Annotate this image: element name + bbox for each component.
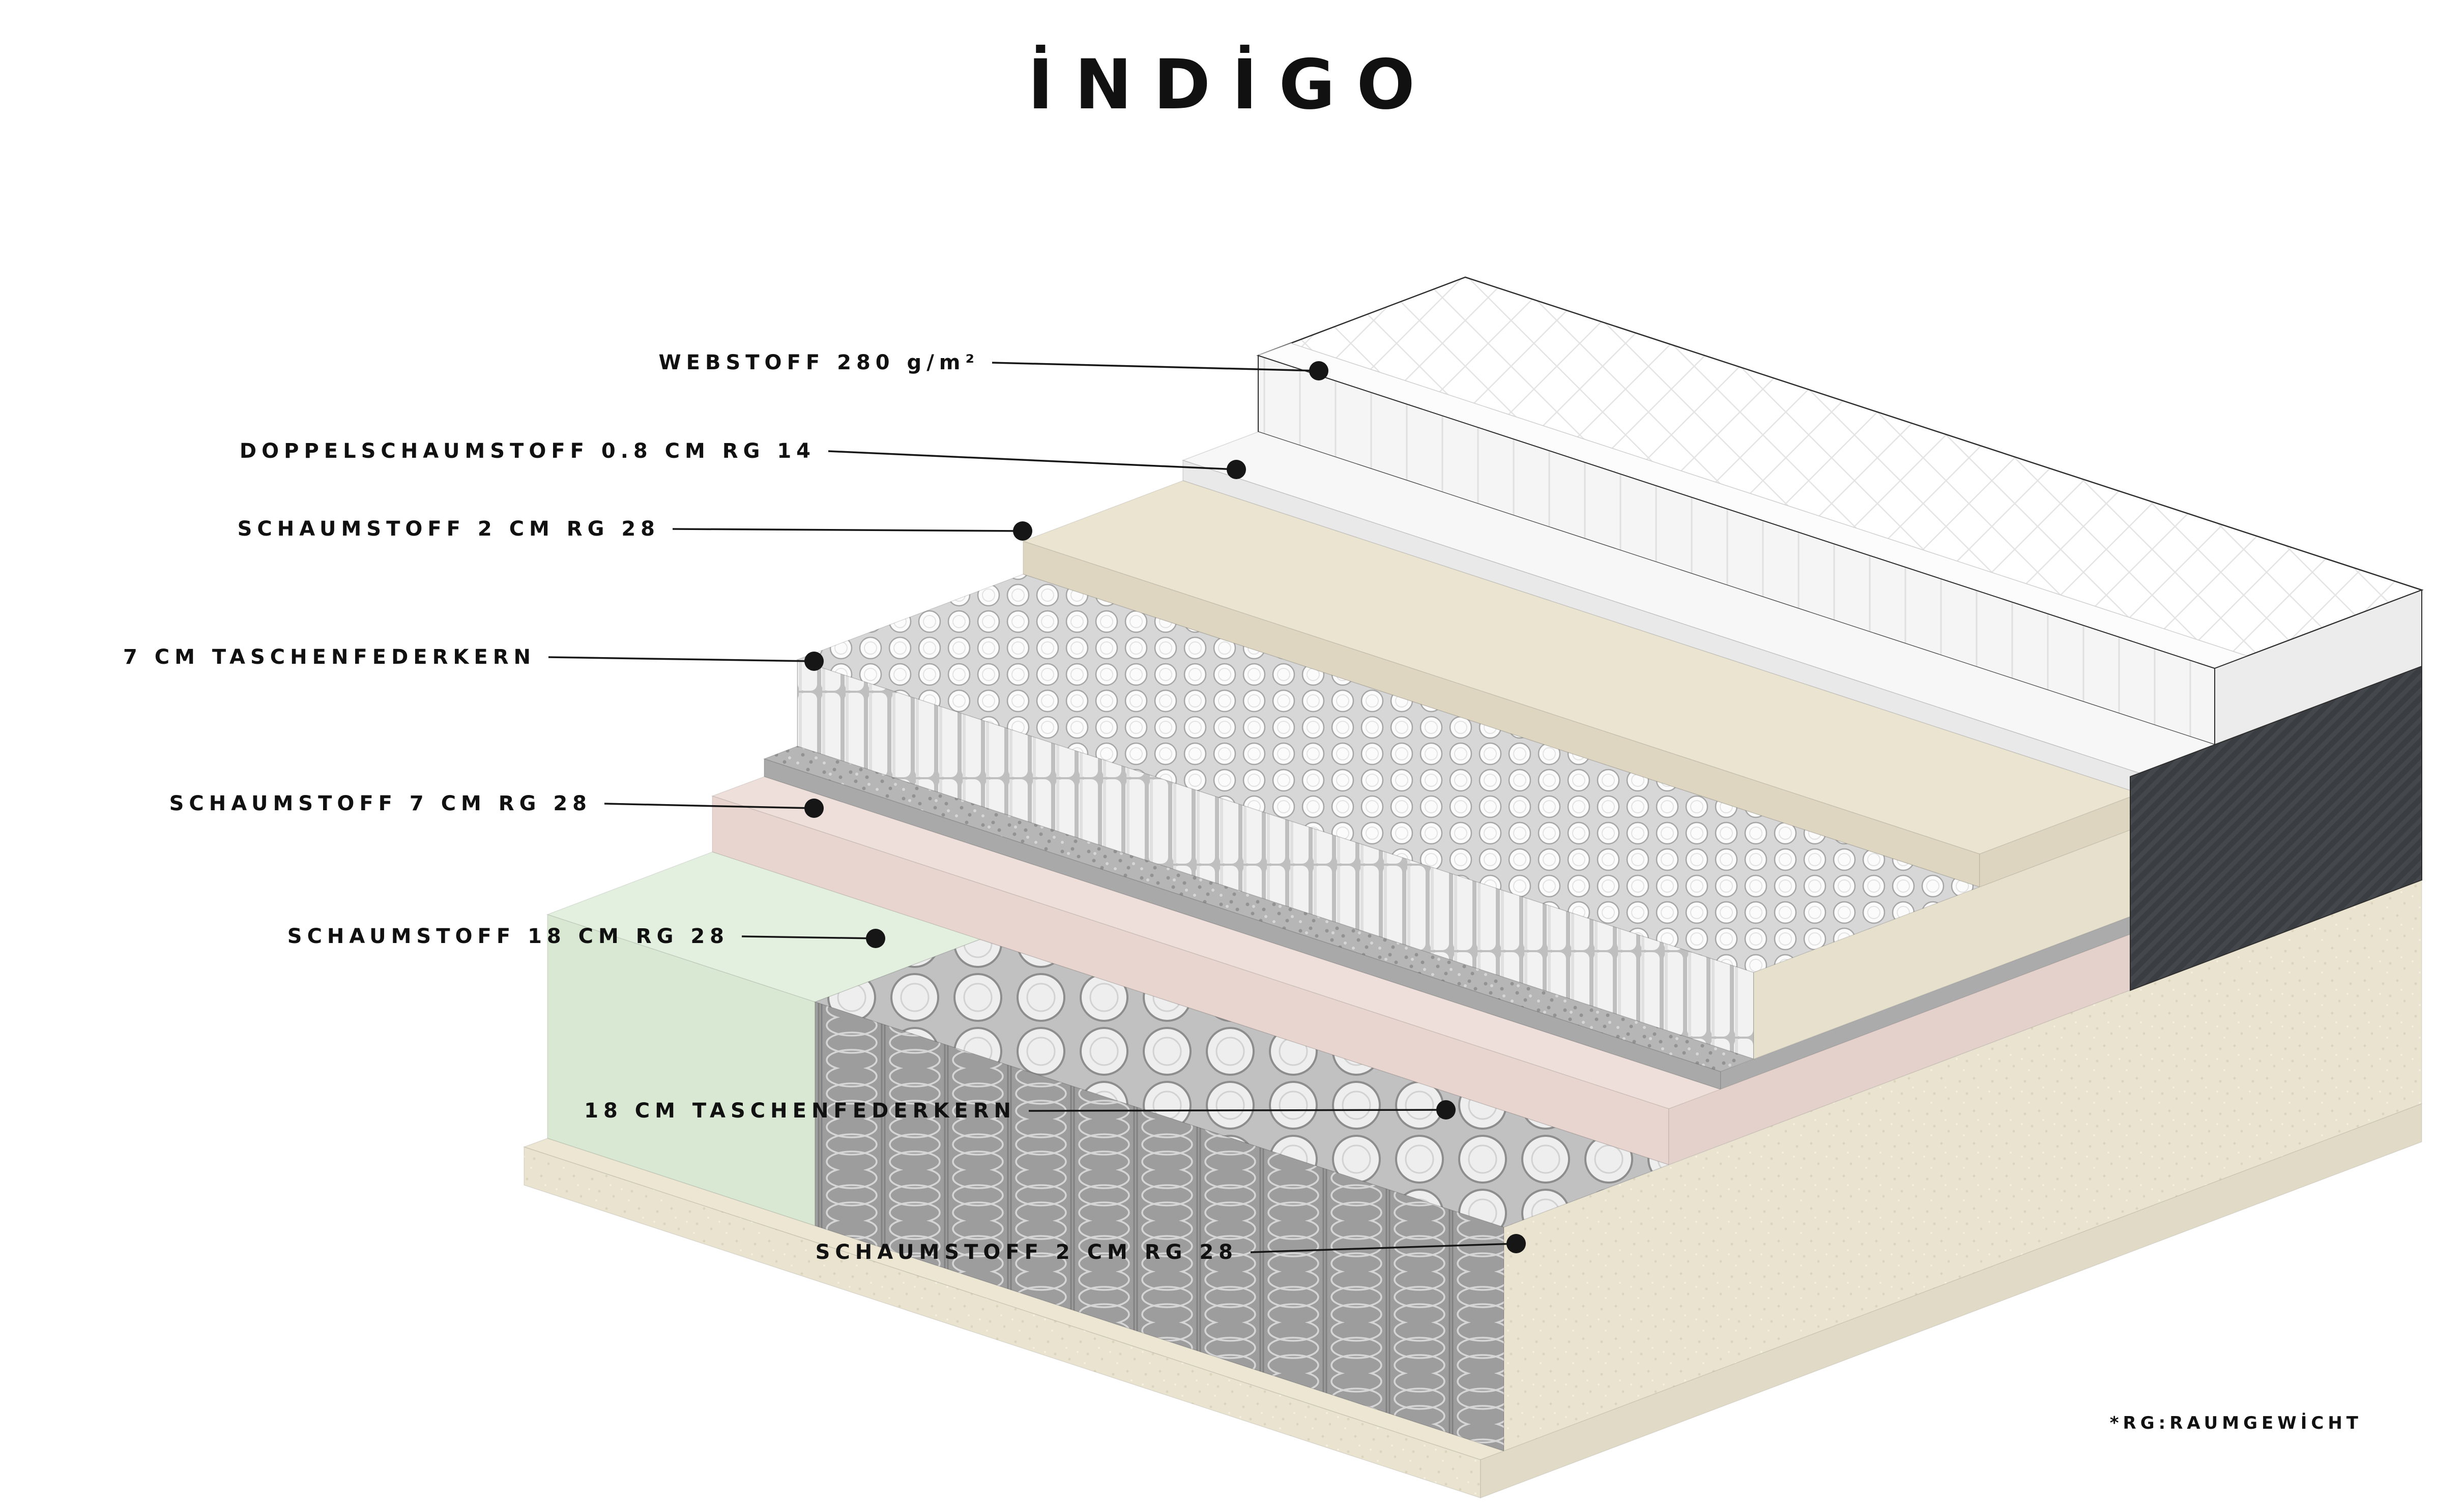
leader-line-webstoff — [992, 362, 1319, 372]
leader-line-taschenfederkern-7cm — [548, 656, 815, 662]
leader-dot-doppelschaumstoff — [1227, 460, 1246, 479]
callout-doppelschaumstoff — [828, 450, 1246, 479]
leader-dot-schaumstoff-18cm — [866, 929, 885, 948]
callout-schaumstoff-2cm-oben — [672, 521, 1032, 541]
label-schaumstoff-2cm-unten: SCHAUMSTOFF 2 CM RG 28 — [815, 1241, 1238, 1264]
callout-webstoff — [992, 361, 1328, 380]
leader-line-schaumstoff-2cm-unten — [1250, 1243, 1517, 1253]
page-title: İNDİGO — [1027, 45, 1437, 125]
leader-line-taschenfederkern-18cm — [1028, 1109, 1446, 1112]
leader-dot-taschenfederkern-18cm — [1436, 1100, 1456, 1120]
leader-dot-webstoff — [1309, 361, 1328, 380]
leader-dot-schaumstoff-2cm-oben — [1013, 521, 1032, 541]
label-taschenfederkern-18cm: 18 CM TASCHENFEDERKERN — [584, 1099, 1016, 1123]
callout-schaumstoff-18cm — [741, 929, 885, 948]
label-schaumstoff-2cm-oben: SCHAUMSTOFF 2 CM RG 28 — [237, 517, 660, 541]
leader-dot-taschenfederkern-7cm — [804, 652, 824, 671]
leader-dot-schaumstoff-7cm — [804, 799, 824, 818]
label-schaumstoff-7cm: SCHAUMSTOFF 7 CM RG 28 — [169, 792, 592, 815]
label-webstoff: WEBSTOFF 280 g/m² — [658, 351, 979, 374]
schaumstoff-2cm-unten-end-face — [1480, 1103, 2422, 1499]
callout-taschenfederkern-18cm — [1028, 1100, 1456, 1120]
leader-line-schaumstoff-7cm — [604, 803, 815, 809]
callout-schaumstoff-2cm-unten — [1250, 1234, 1526, 1253]
leader-line-schaumstoff-18cm — [741, 935, 876, 939]
mattress-layers — [523, 276, 2424, 1499]
leader-dot-schaumstoff-2cm-unten — [1506, 1234, 1526, 1253]
callouts — [548, 361, 1526, 1253]
side-panel-dark — [2130, 665, 2422, 991]
footnote-rg-raumgewicht: *RG:RAUMGEWİCHT — [2109, 1413, 2362, 1433]
label-taschenfederkern-7cm: 7 CM TASCHENFEDERKERN — [123, 645, 536, 669]
leader-line-doppelschaumstoff — [828, 450, 1237, 470]
label-schaumstoff-18cm: SCHAUMSTOFF 18 CM RG 28 — [287, 925, 729, 948]
label-doppelschaumstoff: DOPPELSCHAUMSTOFF 0.8 CM RG 14 — [239, 439, 816, 463]
callout-schaumstoff-7cm — [604, 799, 824, 818]
callout-taschenfederkern-7cm — [548, 652, 824, 671]
leader-line-schaumstoff-2cm-oben — [672, 528, 1023, 532]
